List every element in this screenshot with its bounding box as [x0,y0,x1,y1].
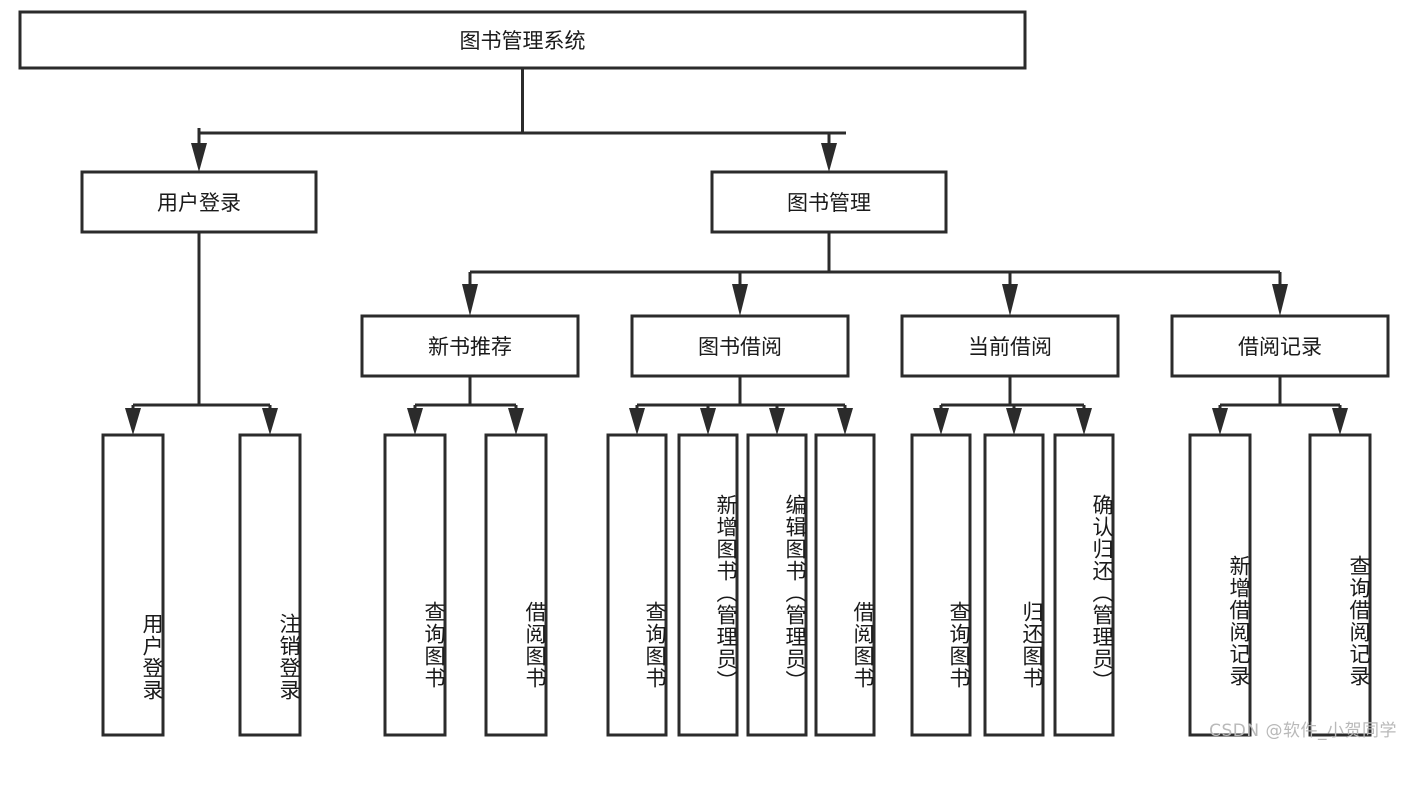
arrow-head-book-manage [821,143,837,172]
node-leaf-query-borrow-record-box[interactable] [1308,433,1372,737]
arrow-head-leaf-borrow-book [837,408,853,435]
node-leaf-return-book-box[interactable] [983,433,1045,737]
arrow-head-borrow-record [1272,284,1288,316]
node-current-borrow-box[interactable] [900,314,1120,378]
arrow-head-leaf-query-book-current [933,408,949,435]
arrow-head-book-borrow [732,284,748,316]
node-leaf-query-book-current-box[interactable] [910,433,972,737]
node-current-borrow[interactable]: 当前借阅 [900,314,1120,378]
arrow-head-leaf-confirm-return-admin [1076,408,1092,435]
node-root-box[interactable] [18,10,1027,70]
connector-group-borrow-record [1212,376,1348,435]
node-root-label: 图书管理系统 [460,29,586,53]
node-new-book-recommend[interactable]: 新书推荐 [360,314,580,378]
csdn-watermark: CSDN @软件_小贺同学 [1209,721,1397,741]
arrow-head-leaf-return-book [1006,408,1022,435]
node-leaf-edit-book-admin-box[interactable] [746,433,808,737]
node-borrow-record[interactable]: 借阅记录 [1170,314,1390,378]
node-user-login[interactable]: 用户登录 [80,170,318,234]
connector-group-current-borrow [933,376,1092,435]
node-current-borrow-label: 当前借阅 [968,335,1052,359]
node-book-borrow[interactable]: 图书借阅 [630,314,850,378]
node-leaf-add-borrow-record-box[interactable] [1188,433,1252,737]
node-leaf-borrow-book-box[interactable] [814,433,876,737]
node-leaf-add-book-admin-box[interactable] [677,433,739,737]
arrow-head-leaf-add-book-admin [700,408,716,435]
node-new-book-recommend-box[interactable] [360,314,580,378]
node-leaf-query-book-borrow-box[interactable] [606,433,668,737]
arrow-head-leaf-query-borrow-record [1332,408,1348,435]
arrow-head-leaf-query-book-borrow [629,408,645,435]
arrow-head-leaf-borrow-book-recommend [508,408,524,435]
arrow-head-leaf-edit-book-admin [769,408,785,435]
arrow-head-user-login [191,143,207,172]
node-root[interactable]: 图书管理系统 [18,10,1027,70]
node-user-login-box[interactable] [80,170,318,234]
node-book-borrow-label: 图书借阅 [698,335,782,359]
node-leaf-user-logout-box[interactable] [238,433,302,737]
arrow-head-leaf-add-borrow-record [1212,408,1228,435]
node-book-manage-box[interactable] [710,170,948,234]
tree-diagram-canvas: 图书管理系统 用户登录 图书管理 新书推荐 图书借阅 当前借阅 借阅记录 [18,10,1390,737]
connector-group-book-borrow [629,376,853,435]
arrow-head-new-book-recommend [462,284,478,316]
node-book-manage[interactable]: 图书管理 [710,170,948,234]
node-leaf-user-login-box[interactable] [101,433,165,737]
node-borrow-record-box[interactable] [1170,314,1390,378]
node-book-manage-label: 图书管理 [787,191,871,215]
connector-group-new-book-recommend [407,376,524,435]
flowchart-diagram: 图书管理系统 用户登录 图书管理 新书推荐 图书借阅 当前借阅 借阅记录 [18,10,1397,741]
node-new-book-recommend-label: 新书推荐 [428,335,512,359]
arrow-head-leaf-query-book-recommend [407,408,423,435]
arrow-head-leaf-user-logout [262,408,278,435]
node-leaf-query-book-recommend-box[interactable] [383,433,447,737]
connector-group-user-login [125,232,278,435]
arrow-head-leaf-user-login [125,408,141,435]
node-leaf-confirm-return-admin-box[interactable] [1053,433,1115,737]
node-leaf-borrow-book-recommend-box[interactable] [484,433,548,737]
arrow-head-current-borrow [1002,284,1018,316]
node-book-borrow-box[interactable] [630,314,850,378]
connector-group-book-manage [462,232,1288,316]
node-borrow-record-label: 借阅记录 [1238,335,1322,359]
node-user-login-label: 用户登录 [157,191,241,215]
connector-group-root [191,68,846,172]
